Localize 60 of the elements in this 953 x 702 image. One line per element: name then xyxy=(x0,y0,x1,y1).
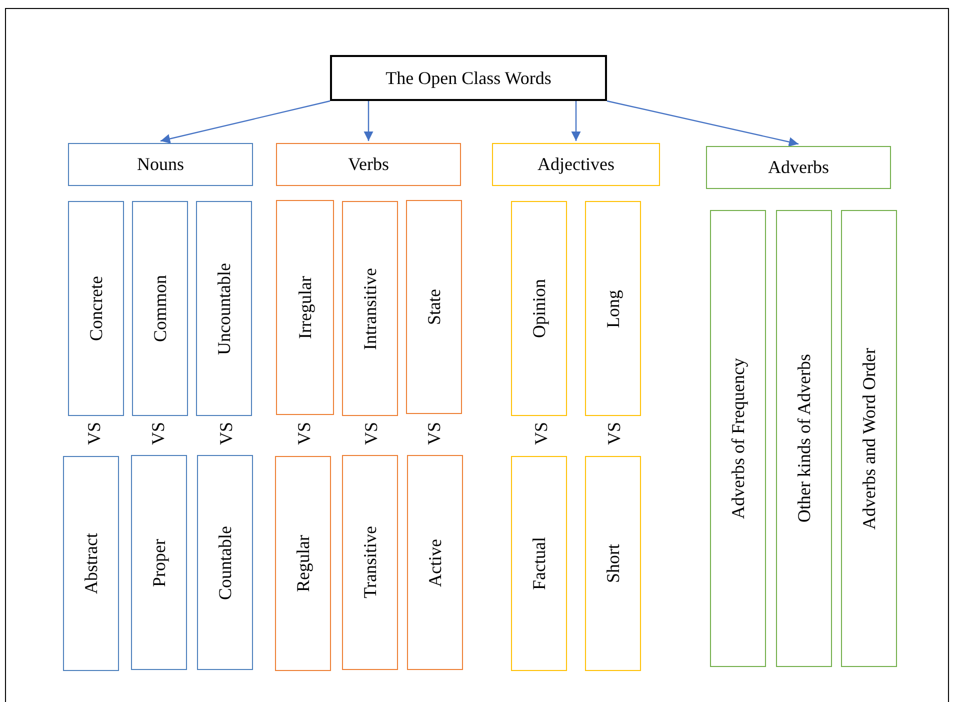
box-label: Regular xyxy=(292,535,314,592)
box-label: Long xyxy=(602,290,624,328)
comparison-label: VS xyxy=(294,422,315,446)
root-box xyxy=(330,55,607,101)
box-label: Nouns xyxy=(136,154,184,175)
box-label: Intransitive xyxy=(360,268,380,350)
box-label: Opinion xyxy=(528,278,550,338)
box-label: Adjectives xyxy=(538,154,614,175)
comparison-label: VS xyxy=(361,422,382,446)
subcategory-box xyxy=(132,201,188,416)
subcategory-box xyxy=(197,455,253,670)
subcategory-box xyxy=(407,455,463,670)
category-box xyxy=(492,143,660,186)
comparison-label: VS xyxy=(84,422,105,446)
arrow xyxy=(160,100,330,144)
box-label: Abstract xyxy=(80,533,102,594)
box-label: Concrete xyxy=(86,276,106,341)
subcategory-box xyxy=(131,455,187,670)
box-label: Uncountable xyxy=(214,262,234,354)
box-label: Active xyxy=(424,538,446,586)
box-label: The Open Class Words xyxy=(386,68,552,88)
box-label: Verbs xyxy=(348,154,389,175)
comparison-label: VS xyxy=(148,422,169,446)
box-label: Transitive xyxy=(360,526,380,599)
subcategory-box xyxy=(710,210,766,667)
subcategory-box xyxy=(63,456,119,671)
subcategory-box xyxy=(585,201,641,416)
subcategory-box xyxy=(585,456,641,671)
box-label: Common xyxy=(150,274,170,342)
comparison-label: VS xyxy=(424,422,445,446)
box-label: Countable xyxy=(214,526,236,600)
subcategory-box xyxy=(68,201,124,416)
box-label: Adverbs xyxy=(768,157,829,178)
subcategory-box xyxy=(511,201,567,416)
subcategory-box xyxy=(511,456,567,671)
subcategory-box xyxy=(342,201,398,416)
subcategory-box xyxy=(342,455,398,670)
box-label: Other kinds of Adverbs xyxy=(794,354,814,523)
comparison-label: VS xyxy=(531,422,552,446)
box-label: Proper xyxy=(148,538,170,586)
subcategory-box xyxy=(776,210,832,667)
category-box xyxy=(276,143,461,186)
box-label: Adverbs and Word Order xyxy=(858,348,880,530)
box-label: Irregular xyxy=(294,276,316,339)
category-box xyxy=(706,146,891,189)
box-label: Short xyxy=(602,544,624,583)
subcategory-box xyxy=(406,200,462,414)
category-box xyxy=(68,143,253,186)
arrow xyxy=(606,100,799,147)
subcategory-box xyxy=(275,456,331,671)
box-label: Factual xyxy=(528,537,550,590)
subcategory-box xyxy=(276,200,334,415)
subcategory-box xyxy=(196,201,252,416)
comparison-label: VS xyxy=(216,422,237,446)
arrow xyxy=(571,101,581,141)
box-label: State xyxy=(424,289,444,325)
subcategory-box xyxy=(841,210,897,667)
comparison-label: VS xyxy=(604,422,625,446)
box-label: Adverbs of Frequency xyxy=(728,358,748,519)
arrow xyxy=(364,101,374,141)
